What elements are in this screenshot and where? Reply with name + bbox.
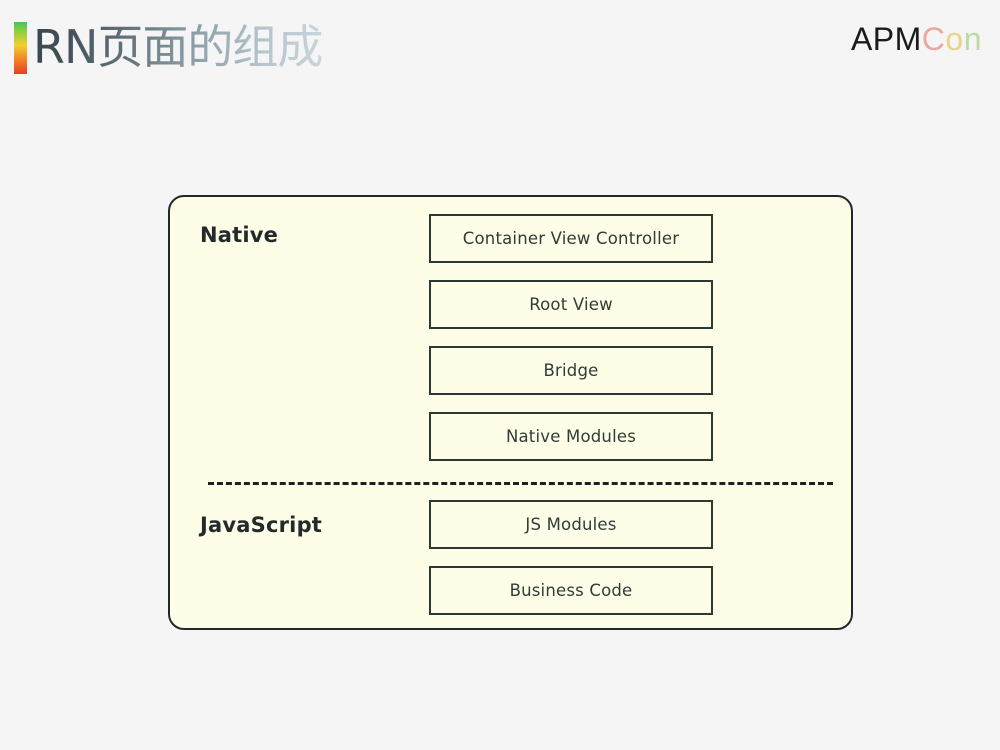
layer-label: JS Modules	[525, 515, 617, 534]
layer-box-business-code: Business Code	[429, 566, 713, 615]
layer-box-js-modules: JS Modules	[429, 500, 713, 549]
layer-box-root-view: Root View	[429, 280, 713, 329]
native-javascript-divider	[208, 482, 833, 485]
layer-label: Business Code	[509, 581, 633, 600]
title-group: RN页面的组成	[14, 18, 323, 76]
layer-label: Container View Controller	[462, 229, 680, 248]
layer-label: Native Modules	[505, 427, 637, 446]
brand-logo-apm: APM	[850, 21, 922, 57]
layer-label: Root View	[529, 295, 613, 314]
page-title: RN页面的组成	[33, 20, 323, 74]
layer-box-container-view-controller: Container View Controller	[429, 214, 713, 263]
section-label-javascript: JavaScript	[200, 513, 323, 537]
layer-label: Bridge	[543, 361, 599, 380]
section-label-native: Native	[200, 223, 279, 247]
accent-bar-icon	[14, 22, 27, 74]
layer-box-native-modules: Native Modules	[429, 412, 713, 461]
layer-box-bridge: Bridge	[429, 346, 713, 395]
brand-logo-c: C	[921, 21, 946, 57]
brand-logo-o: o	[945, 21, 964, 57]
brand-logo-n: n	[963, 21, 982, 57]
architecture-diagram: Native JavaScript Container View Control…	[168, 195, 853, 630]
